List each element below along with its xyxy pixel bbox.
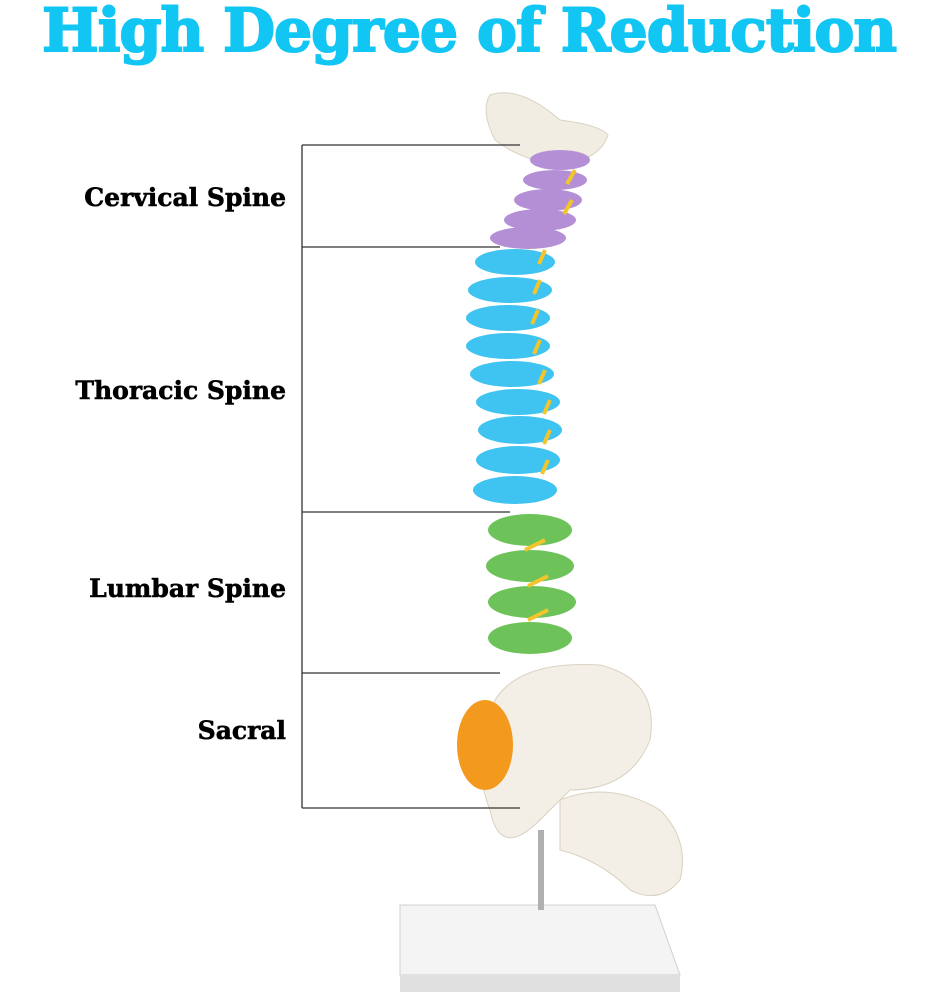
lumbar-spine-label: Lumbar Spine [89,574,286,604]
pelvis [480,663,652,839]
thoracic-spine-label: Thoracic Spine [75,376,286,406]
cervical-vertebrae [490,150,590,249]
callout-lines [301,144,520,809]
sacrum [457,700,513,790]
femur [559,791,683,897]
lumbar-vertebrae [486,514,576,654]
thoracic-vertebrae [466,249,562,504]
cervical-spine-label: Cervical Spine [84,183,286,213]
spinal-nerves [524,169,577,622]
stand [399,830,681,992]
sacral-label: Sacral [197,716,286,746]
page-title: High Degree of Reduction [41,0,898,67]
skull-base [485,92,609,166]
